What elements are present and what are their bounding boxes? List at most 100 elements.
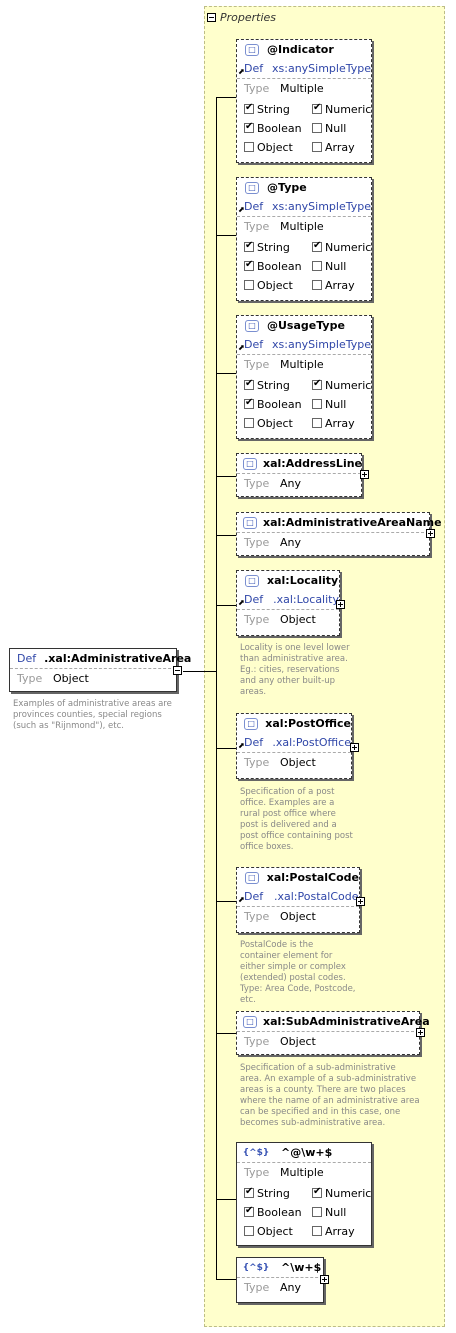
type-checkboxes: String Numeric Boolean Null Object Array [237, 1182, 371, 1242]
attr-name: @UsageType [267, 319, 345, 332]
checkbox-array[interactable]: Array [312, 1223, 380, 1239]
checkbox-object[interactable]: Object [244, 277, 312, 293]
attribute-icon: □ [243, 319, 261, 333]
checkbox-object[interactable]: Object [244, 415, 312, 431]
link-arrow-icon: ⬈ [238, 598, 245, 607]
checkbox-null[interactable]: Null [312, 396, 380, 412]
def-label: Def [244, 890, 264, 903]
properties-header[interactable]: Properties [207, 9, 276, 25]
connector-locality [216, 605, 236, 606]
def-label: Def [244, 62, 264, 75]
checkbox-boolean[interactable]: Boolean [244, 396, 312, 412]
attr-type: Multiple [280, 220, 324, 233]
expand-icon[interactable] [320, 1275, 329, 1284]
expand-icon[interactable] [336, 600, 345, 609]
type-label: Type [244, 1281, 270, 1294]
connector-root [183, 671, 217, 672]
expand-icon[interactable] [426, 529, 435, 538]
checkbox-numeric[interactable]: Numeric [312, 101, 380, 117]
type-label: Type [244, 910, 270, 923]
locality-description: Locality is one level lower than adminis… [240, 643, 350, 697]
connector-adminareaname [216, 535, 236, 536]
element-icon: □ [243, 516, 257, 530]
element-type: Object [280, 613, 316, 626]
element-def: .xal:PostalCode [274, 890, 359, 903]
expand-icon[interactable] [350, 743, 359, 752]
attr-name: @Type [267, 181, 307, 194]
type-label: Type [244, 536, 270, 549]
element-name: xal:PostalCode [266, 871, 359, 884]
pattern-name: ^@\w+$ [281, 1146, 333, 1159]
regex-icon: {^$} [242, 1262, 270, 1273]
subadmin-description: Specification of a sub-administrative ar… [240, 1063, 420, 1128]
checkbox-string[interactable]: String [244, 239, 312, 255]
checkbox-boolean[interactable]: Boolean [244, 258, 312, 274]
root-type: Object [53, 672, 89, 685]
type-label: Type [244, 756, 270, 769]
checkbox-string[interactable]: String [244, 101, 312, 117]
attr-indicator-node[interactable]: □ @Indicator ⬈Def xs:anySimpleType Type Mul… [236, 39, 372, 163]
attribute-icon: □ [243, 43, 261, 57]
checkbox-numeric[interactable]: Numeric [312, 377, 380, 393]
collapse-icon[interactable] [173, 666, 182, 675]
checkbox-array[interactable]: Array [312, 139, 380, 155]
root-description: Examples of administrative areas are pro… [13, 699, 172, 731]
attr-def: xs:anySimpleType [272, 62, 371, 75]
collapse-icon[interactable] [207, 12, 216, 22]
element-icon: □ [243, 574, 261, 588]
connector-trunk [216, 97, 217, 1279]
element-name: xal:SubAdministrativeArea [263, 1015, 430, 1028]
regex-icon: {^$} [242, 1147, 270, 1158]
root-node[interactable]: Def .xal:AdministrativeArea Type Object [9, 648, 191, 692]
type-label: Type [244, 82, 270, 95]
expand-icon[interactable] [416, 1028, 425, 1037]
checkbox-boolean[interactable]: Boolean [244, 120, 312, 136]
element-type: Object [280, 1035, 316, 1048]
checkbox-null[interactable]: Null [312, 1204, 380, 1220]
expand-icon[interactable] [356, 897, 365, 906]
link-arrow-icon: ⬈ [238, 205, 245, 214]
checkbox-numeric[interactable]: Numeric [312, 239, 380, 255]
checkbox-boolean[interactable]: Boolean [244, 1204, 312, 1220]
checkbox-object[interactable]: Object [244, 139, 312, 155]
checkbox-null[interactable]: Null [312, 120, 380, 136]
pattern-name: ^\w+$ [281, 1261, 322, 1274]
connector-postoffice [216, 748, 236, 749]
checkbox-null[interactable]: Null [312, 258, 380, 274]
link-arrow-icon: ⬈ [238, 67, 245, 76]
type-checkboxes: String Numeric Boolean Null Object Array [237, 236, 371, 296]
checkbox-object[interactable]: Object [244, 1223, 312, 1239]
def-label: Def [17, 652, 37, 665]
checkbox-string[interactable]: String [244, 377, 312, 393]
type-label: Type [244, 220, 270, 233]
checkbox-string[interactable]: String [244, 1185, 312, 1201]
checkbox-array[interactable]: Array [312, 277, 380, 293]
element-type: Object [280, 910, 316, 923]
link-arrow-icon: ⬈ [238, 741, 245, 750]
type-label: Type [244, 358, 270, 371]
properties-label: Properties [220, 10, 277, 24]
element-icon: □ [243, 871, 261, 885]
checkbox-array[interactable]: Array [312, 415, 380, 431]
postoffice-node[interactable]: □xal:PostOffice ⬈Def.xal:PostOffice Type… [236, 713, 359, 779]
attr-name: @Indicator [267, 43, 334, 56]
attr-def: xs:anySimpleType [272, 200, 371, 213]
link-arrow-icon: ⬈ [238, 895, 245, 904]
root-name: .xal:AdministrativeArea [44, 652, 192, 665]
connector-indicator [216, 97, 236, 98]
type-label: Type [244, 1166, 270, 1179]
postalcode-node[interactable]: □ xal:PostalCode ⬈Def .xal:PostalCode Type… [236, 867, 365, 933]
element-name: xal:AdministrativeAreaName [263, 516, 442, 529]
checkbox-numeric[interactable]: Numeric [312, 1185, 380, 1201]
element-icon: □ [243, 717, 259, 731]
expand-icon[interactable] [360, 470, 369, 479]
attr-type: Multiple [280, 82, 324, 95]
